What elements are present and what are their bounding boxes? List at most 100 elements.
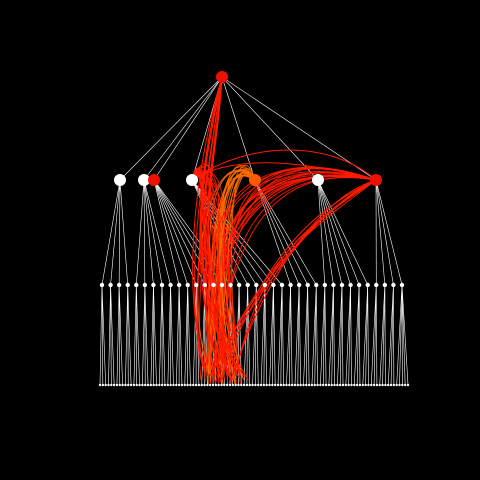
tree-edge xyxy=(289,284,291,386)
leaf-node xyxy=(327,383,331,387)
leaf-node xyxy=(211,383,215,387)
tree-edge xyxy=(390,284,394,386)
tree-edge xyxy=(153,179,180,286)
leaf-node xyxy=(155,383,158,387)
tree-edge xyxy=(303,284,309,386)
leaf-node xyxy=(310,383,314,387)
tree-edge xyxy=(387,284,394,386)
leaf-node xyxy=(225,383,229,387)
leaf-node xyxy=(177,383,181,387)
leaf-node xyxy=(268,383,271,387)
leaf-node xyxy=(381,383,384,387)
tree-edge xyxy=(375,179,403,286)
tree-edge xyxy=(290,284,293,386)
leaf-node xyxy=(276,383,280,387)
tree-edge xyxy=(286,284,291,386)
tree-edge xyxy=(354,284,360,386)
tree-edge xyxy=(331,284,334,386)
subgroup-node xyxy=(99,282,105,288)
leaf-node xyxy=(135,383,138,387)
leaf-node xyxy=(370,383,373,387)
leaf-node xyxy=(98,383,102,387)
tree-edge xyxy=(143,179,171,286)
leaf-node xyxy=(146,383,150,387)
tree-edge xyxy=(370,284,377,386)
tree-edge xyxy=(187,284,191,386)
tree-edge xyxy=(401,284,409,386)
leaf-node xyxy=(358,383,362,387)
edge-bundle xyxy=(197,76,223,380)
tree-edge xyxy=(108,284,111,386)
tree-edge xyxy=(99,284,103,386)
edge-bundle xyxy=(191,167,229,385)
leaf-node xyxy=(282,383,285,387)
tree-edge xyxy=(314,284,317,386)
subgroup-node xyxy=(322,282,328,288)
subgroup-node xyxy=(399,282,405,288)
leaf-node xyxy=(112,383,116,387)
leaf-node xyxy=(248,383,251,387)
subgroup-node xyxy=(236,282,242,288)
tree-edge xyxy=(396,284,403,386)
leaf-node xyxy=(395,383,398,387)
tree-edge xyxy=(362,284,369,386)
tree-edge xyxy=(307,284,310,386)
leaf-node xyxy=(307,383,311,387)
leaf-node xyxy=(217,383,220,387)
tree-edge xyxy=(116,284,120,386)
leaf-node xyxy=(361,383,364,387)
root-node xyxy=(216,71,228,83)
leaf-node xyxy=(353,383,356,387)
leaf-node xyxy=(384,383,387,387)
subgroup-node xyxy=(382,282,388,288)
tree-edge xyxy=(401,284,406,386)
leaf-node xyxy=(160,383,164,387)
leaf-node xyxy=(319,383,322,387)
tree-edge xyxy=(110,284,112,386)
edge-bundle xyxy=(210,169,256,373)
leaf-node xyxy=(316,383,319,387)
leaf-node xyxy=(392,383,396,387)
subgroup-node xyxy=(305,282,310,288)
leaf-node xyxy=(189,383,192,387)
tree-edge xyxy=(118,179,121,286)
tree-edge xyxy=(384,284,386,386)
edge-bundle xyxy=(210,179,377,376)
tree-edge xyxy=(280,284,283,386)
tree-edge xyxy=(294,284,300,386)
tree-edge xyxy=(373,284,377,386)
tree-edge xyxy=(184,284,189,386)
tree-edge xyxy=(375,179,394,286)
leaf-node xyxy=(206,383,209,387)
subgroup-node xyxy=(228,282,233,288)
tree-edge xyxy=(175,284,180,386)
subgroup-node xyxy=(176,282,182,288)
leaf-node xyxy=(364,383,367,387)
edge-bundle xyxy=(210,179,377,377)
subgroup-node xyxy=(288,282,293,288)
leaf-node xyxy=(285,383,288,387)
tree-edge xyxy=(305,284,309,386)
tree-edge xyxy=(118,284,123,386)
tree-edge xyxy=(119,76,223,181)
tree-edge xyxy=(125,284,129,386)
group-node xyxy=(148,174,160,186)
tree-edge xyxy=(101,284,106,386)
leaf-node xyxy=(132,383,136,387)
edge-bundle xyxy=(207,76,246,378)
subgroup-node xyxy=(142,282,148,288)
leaf-node xyxy=(237,383,240,387)
leaf-node xyxy=(262,383,266,387)
leaf-node xyxy=(234,383,237,387)
leaf-node xyxy=(121,383,124,387)
group-node xyxy=(370,174,382,186)
edge-bundle xyxy=(191,149,377,181)
edge-bundle xyxy=(220,175,256,376)
leaf-node xyxy=(333,383,336,387)
edge-bundle xyxy=(216,179,377,379)
leaf-node xyxy=(194,383,198,387)
leaf-node xyxy=(251,383,254,387)
subgroup-node xyxy=(271,282,276,288)
